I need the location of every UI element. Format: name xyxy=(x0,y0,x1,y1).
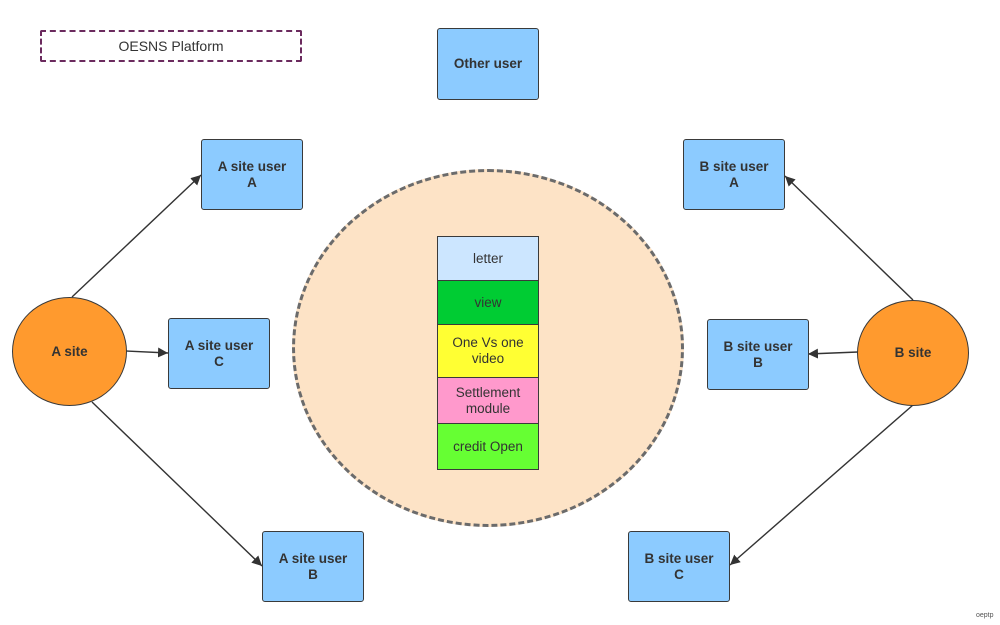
edge-a-site-to-user-b xyxy=(91,401,263,567)
b-site-user-c-line1: B site user xyxy=(644,550,714,566)
module-settlement-line2: module xyxy=(465,400,511,416)
module-view-line1: view xyxy=(474,294,502,310)
module-settlement: Settlement module xyxy=(437,377,539,424)
module-letter: letter xyxy=(437,236,539,281)
b-site-label: B site xyxy=(894,345,932,360)
a-site-user-c-box: A site user C xyxy=(168,318,270,389)
a-site-node: A site xyxy=(12,297,127,406)
a-site-user-a-line1: A site user xyxy=(217,158,287,174)
b-site-user-b-line1: B site user xyxy=(723,338,793,354)
other-user-box: Other user xyxy=(437,28,539,100)
b-site-user-a-box: B site user A xyxy=(683,139,785,210)
module-settlement-line1: Settlement xyxy=(455,384,521,400)
a-site-user-c-line2: C xyxy=(214,353,224,369)
edge-b-site-to-user-c xyxy=(729,404,914,566)
module-letter-line1: letter xyxy=(472,250,503,266)
b-site-user-a-line2: A xyxy=(729,174,739,190)
b-site-user-b-box: B site user B xyxy=(707,319,809,390)
watermark-text: oeptp xyxy=(976,612,994,619)
module-video-line1: One Vs one xyxy=(452,335,524,350)
b-site-user-a-line1: B site user xyxy=(699,158,769,174)
b-site-node: B site xyxy=(857,300,969,406)
platform-label: OESNS Platform xyxy=(40,30,302,62)
b-site-user-c-line2: C xyxy=(674,566,684,582)
b-site-user-c-box: B site user C xyxy=(628,531,730,602)
edge-b-site-to-user-a xyxy=(784,175,914,301)
a-site-user-b-box: A site user B xyxy=(262,531,364,602)
module-video-line2: video xyxy=(471,351,505,366)
a-site-user-c-line1: A site user xyxy=(184,337,254,353)
edge-a-site-to-user-a xyxy=(71,174,202,298)
b-site-user-b-line2: B xyxy=(753,354,763,370)
other-user-label: Other user xyxy=(453,56,523,71)
module-one-vs-one-video: One Vs one video xyxy=(437,324,539,378)
edge-a-site-to-user-c xyxy=(125,347,169,358)
platform-label-text: OESNS Platform xyxy=(118,38,224,54)
a-site-user-b-line1: A site user xyxy=(278,550,348,566)
a-site-label: A site xyxy=(51,343,88,359)
module-credit-line1: credit Open xyxy=(453,438,523,454)
a-site-user-b-line2: B xyxy=(308,566,318,582)
a-site-user-a-line2: A xyxy=(247,174,257,190)
edge-b-site-to-user-b xyxy=(807,348,859,359)
module-credit-open: credit Open xyxy=(437,423,539,470)
module-view: view xyxy=(437,280,539,325)
a-site-user-a-box: A site user A xyxy=(201,139,303,210)
